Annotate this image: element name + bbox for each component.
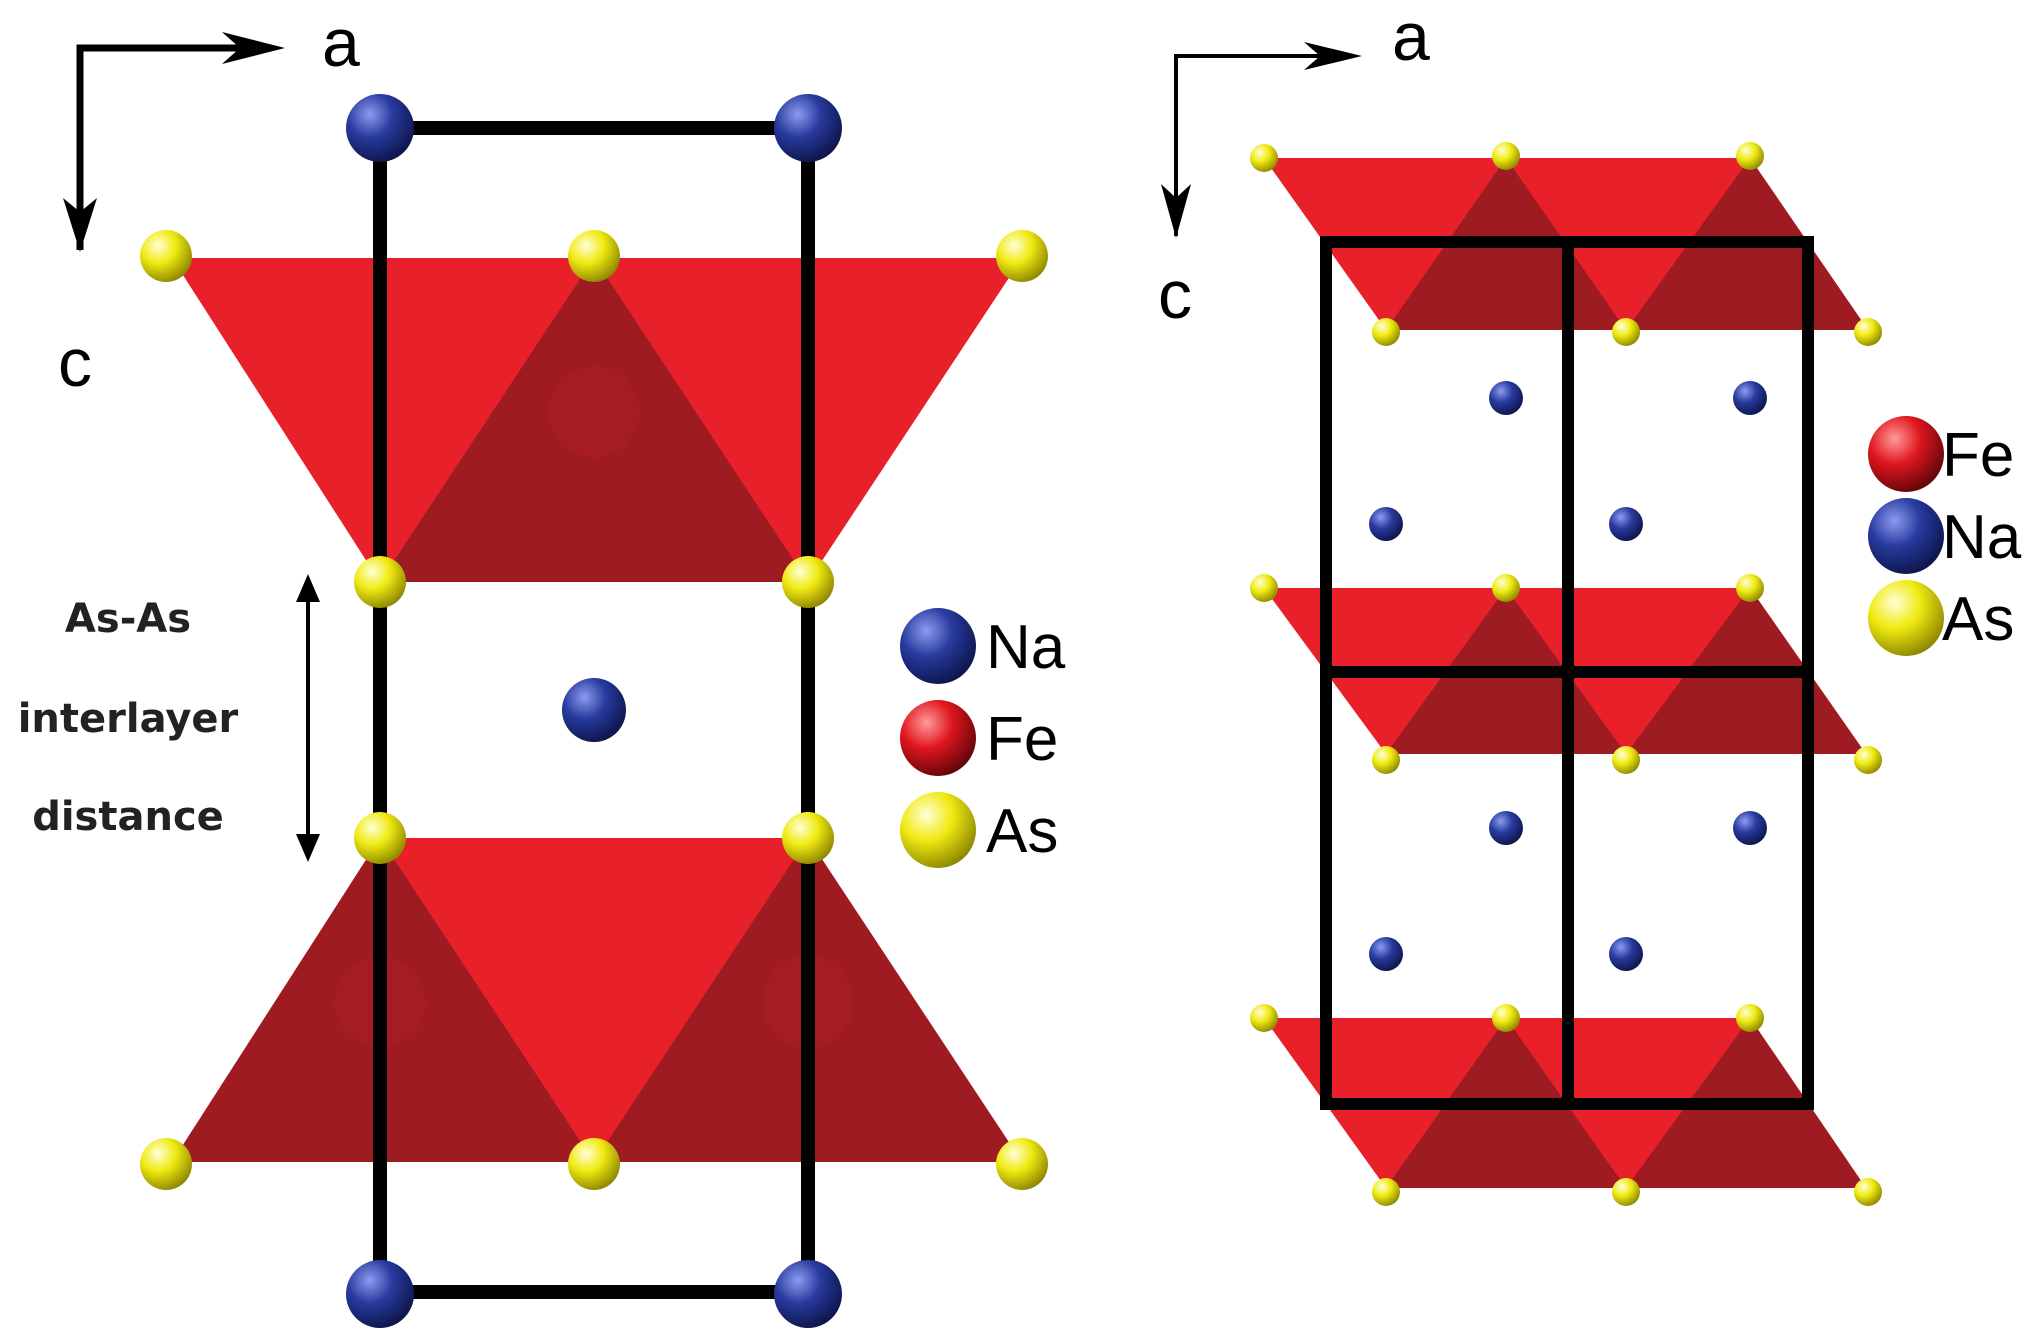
as-atom (140, 1138, 192, 1190)
as-atom (1854, 1178, 1882, 1206)
legend-as-swatch (1868, 580, 1944, 656)
right-unit-cell-outer (1320, 236, 1814, 1110)
as-atom (996, 230, 1048, 282)
left-panel: a c (18, 5, 1066, 1328)
as-atom (1372, 1178, 1400, 1206)
right-legend: Fe Na As (1868, 416, 2022, 656)
as-atom (1250, 144, 1278, 172)
na-atom (1733, 381, 1767, 415)
left-upper-feas-layer (172, 258, 1022, 582)
as-atom (1372, 746, 1400, 774)
legend-na-swatch (1868, 498, 1944, 574)
as-atom (1250, 1004, 1278, 1032)
legend-fe-swatch (900, 700, 976, 776)
as-atom (1372, 318, 1400, 346)
left-na-atoms (346, 94, 842, 1328)
right-as-atoms (1250, 142, 1882, 1206)
as-atom (1612, 1178, 1640, 1206)
annotation-line-2: interlayer (18, 696, 239, 742)
left-axis-indicator: a c (58, 5, 360, 401)
as-atom (1492, 574, 1520, 602)
legend-label: Na (1942, 503, 2022, 572)
right-axis-indicator: a c (1158, 0, 1430, 333)
right-unit-cell-grid (1320, 236, 1814, 1110)
right-na-atoms (1369, 381, 1767, 971)
na-atom (1369, 507, 1403, 541)
as-atom (782, 556, 834, 608)
as-atom (1736, 1004, 1764, 1032)
legend-label: As (1942, 585, 2014, 654)
as-atom (140, 230, 192, 282)
na-atom (346, 94, 414, 162)
as-atom (354, 812, 406, 864)
na-atom (774, 1260, 842, 1328)
na-atom (1489, 381, 1523, 415)
na-atom (1733, 811, 1767, 845)
as-atom (782, 812, 834, 864)
right-axis-a-label: a (1392, 0, 1430, 75)
legend-label: Fe (1942, 421, 2014, 490)
interlayer-distance-arrow (296, 574, 320, 862)
left-axis-a-arrowhead (222, 32, 285, 64)
legend-na-swatch (900, 608, 976, 684)
right-axis-lines (1174, 54, 1328, 236)
left-axis-lines (76, 44, 250, 250)
legend-as-swatch (900, 792, 976, 868)
as-atom (996, 1138, 1048, 1190)
fe-atom-hidden (548, 366, 640, 458)
right-axis-c-arrowhead (1161, 184, 1191, 238)
na-atom (346, 1260, 414, 1328)
left-axis-c-arrowhead (63, 198, 97, 252)
as-atom (1736, 574, 1764, 602)
as-atom (1250, 574, 1278, 602)
left-as-atoms (140, 230, 1048, 1190)
as-atom (1612, 746, 1640, 774)
left-axis-a-label: a (322, 5, 360, 81)
na-atom (1489, 811, 1523, 845)
na-atom (1609, 937, 1643, 971)
as-atom (1736, 142, 1764, 170)
left-axis-c-label: c (58, 325, 92, 401)
legend-label: Na (986, 613, 1066, 682)
as-atom (1492, 142, 1520, 170)
na-atom (1369, 937, 1403, 971)
as-atom (1492, 1004, 1520, 1032)
left-lower-feas-layer (172, 838, 1022, 1162)
legend-label: As (986, 797, 1058, 866)
annotation-line-1: As-As (65, 596, 191, 642)
right-panel: a c (1158, 0, 2022, 1206)
left-legend: Na Fe As (900, 608, 1066, 868)
na-atom (562, 678, 626, 742)
na-atom (1609, 507, 1643, 541)
right-axis-a-arrowhead (1304, 42, 1362, 70)
na-atom (774, 94, 842, 162)
as-atom (1854, 746, 1882, 774)
as-atom (1854, 318, 1882, 346)
legend-label: Fe (986, 705, 1058, 774)
left-unit-cell (373, 121, 815, 1299)
as-atom (568, 1138, 620, 1190)
as-atom (354, 556, 406, 608)
as-atom (1612, 318, 1640, 346)
right-axis-c-label: c (1158, 257, 1192, 333)
legend-fe-swatch (1868, 416, 1944, 492)
annotation-line-3: distance (32, 794, 224, 840)
as-atom (568, 230, 620, 282)
